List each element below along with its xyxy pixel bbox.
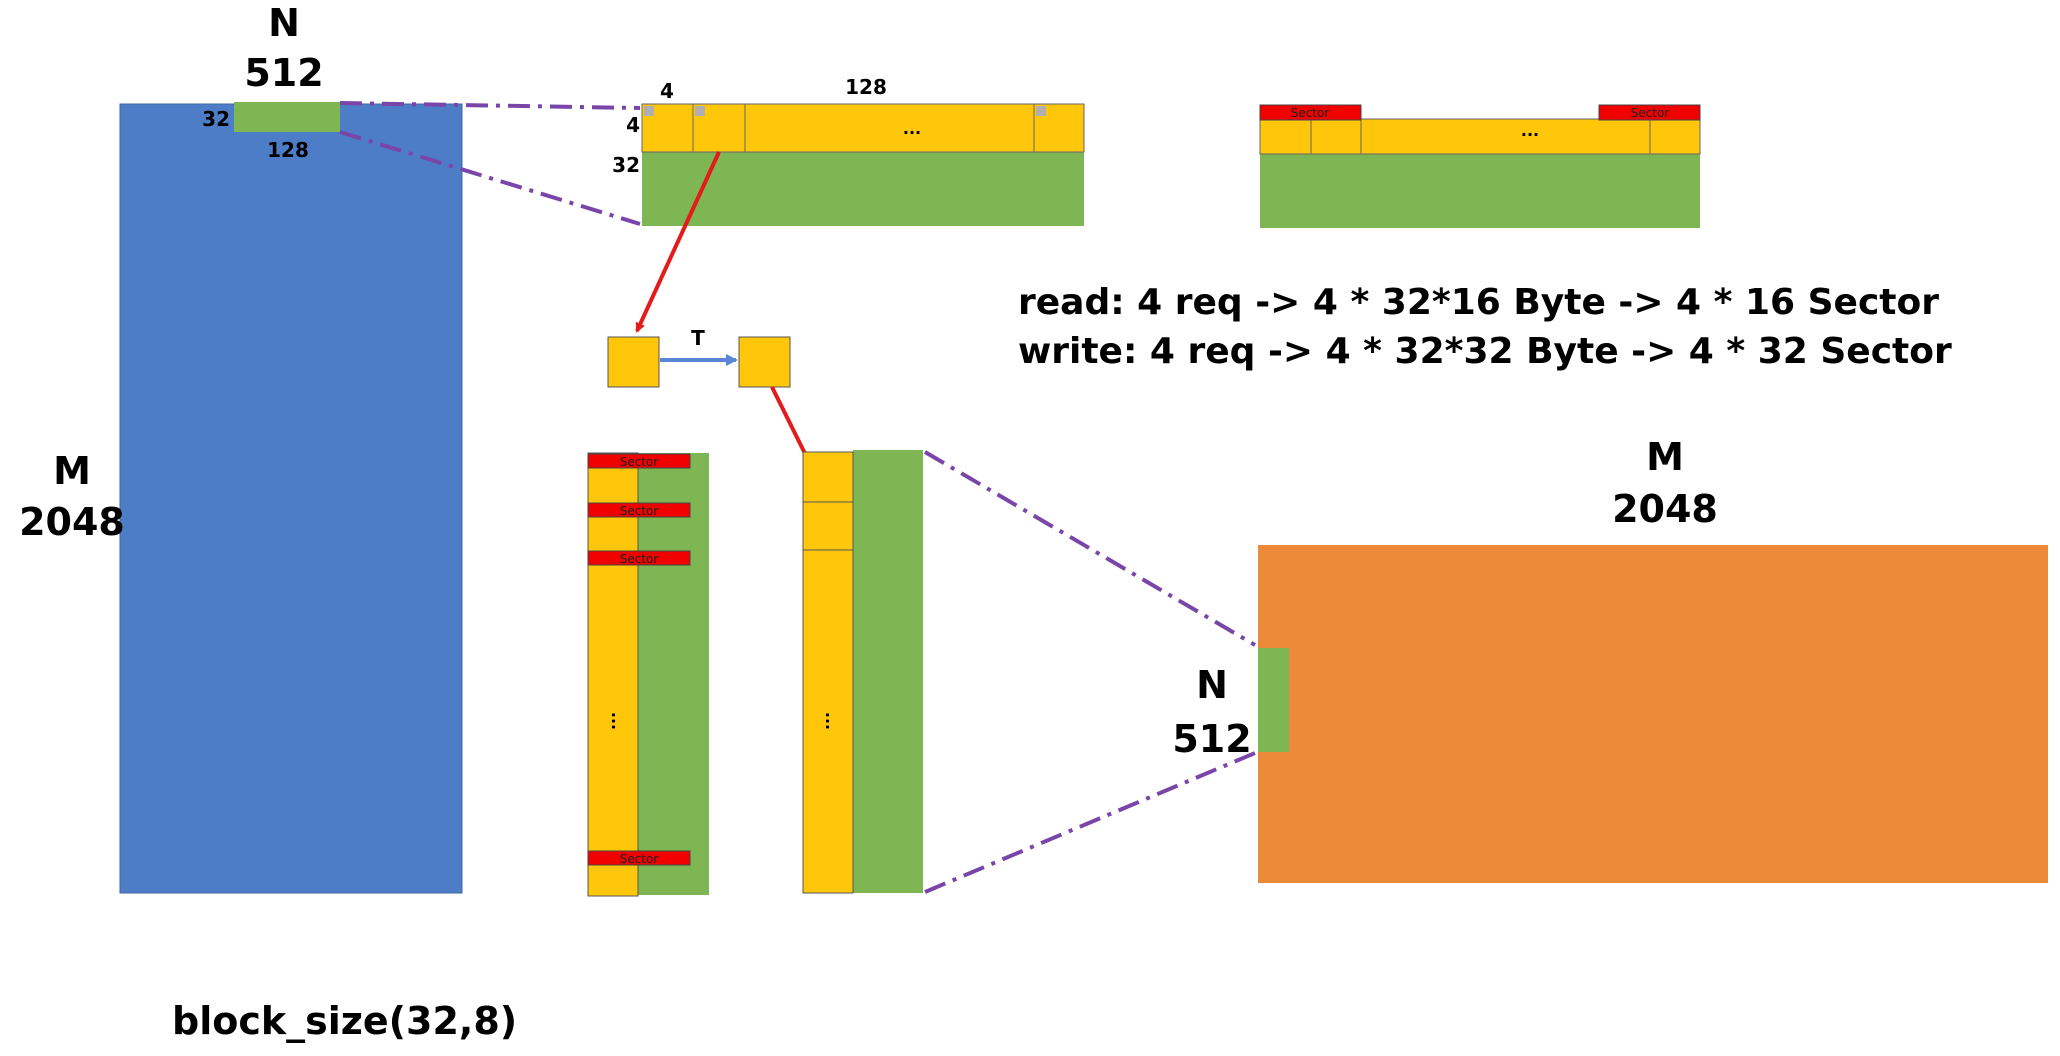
write-column-yellow xyxy=(802,451,854,894)
sector-tile-body xyxy=(1260,154,1700,228)
output-tile xyxy=(1258,648,1289,752)
sector-block xyxy=(1259,104,1362,121)
output-matrix xyxy=(1258,545,2048,883)
input-tile xyxy=(234,102,340,132)
read-row-ellipsis: ... xyxy=(903,119,921,138)
read-seg-height: 4 xyxy=(626,113,640,137)
block-size-caption: block_size(32,8) xyxy=(172,999,517,1043)
output-col-letter: M xyxy=(1646,435,1684,479)
input-row-size: 2048 xyxy=(19,500,125,544)
smem-column-green xyxy=(638,453,709,895)
input-col-size: 512 xyxy=(244,51,323,95)
transpose-src-cell xyxy=(607,336,660,388)
read-corner-marker xyxy=(695,106,705,116)
output-row-size: 512 xyxy=(1172,717,1251,761)
read-tile-body xyxy=(642,152,1084,226)
smem-sector xyxy=(587,850,691,866)
smem-sector xyxy=(587,453,691,469)
write-column-green xyxy=(853,450,923,893)
input-matrix xyxy=(119,103,463,894)
zoom-line-bottom xyxy=(339,130,641,226)
smem-sector xyxy=(587,550,691,566)
sector-label: Sector xyxy=(620,504,659,518)
smem-vertical-ellipsis: ... xyxy=(608,712,627,730)
sector-label: Sector xyxy=(620,852,659,866)
input-tile-rows: 32 xyxy=(202,107,230,131)
zoom-line-top xyxy=(923,450,1257,647)
smem-column-yellow xyxy=(587,452,639,897)
read-tile-row xyxy=(641,103,1085,153)
read-seg-width: 4 xyxy=(660,79,674,103)
read-corner-marker xyxy=(644,106,654,116)
sector-label: Sector xyxy=(1291,106,1330,120)
transpose-label: T xyxy=(691,326,705,350)
write-vertical-ellipsis: ... xyxy=(822,712,841,730)
read-tile-height: 32 xyxy=(612,153,640,177)
write-formula: write: 4 req -> 4 * 32*32 Byte -> 4 * 32… xyxy=(1018,331,1952,372)
sector-row-ellipsis: ... xyxy=(1521,121,1539,140)
input-col-letter: N xyxy=(268,1,300,45)
zoom-line-top xyxy=(339,101,641,110)
sector-tile-row xyxy=(1259,118,1701,155)
sector-label: Sector xyxy=(620,552,659,566)
output-row-letter: N xyxy=(1196,663,1228,707)
input-row-letter: M xyxy=(53,449,91,493)
read-corner-marker xyxy=(1036,106,1046,116)
sector-label: Sector xyxy=(620,455,659,469)
zoom-line-bottom xyxy=(924,751,1256,894)
output-col-size: 2048 xyxy=(1612,487,1718,531)
read-tile-width: 128 xyxy=(845,75,887,99)
read-arrow xyxy=(635,151,721,333)
read-formula: read: 4 req -> 4 * 32*16 Byte -> 4 * 16 … xyxy=(1018,282,1939,323)
transpose-dst-cell xyxy=(738,336,791,388)
sector-block xyxy=(1598,104,1701,121)
input-tile-cols: 128 xyxy=(267,138,309,162)
sector-label: Sector xyxy=(1631,106,1670,120)
smem-sector xyxy=(587,502,691,518)
